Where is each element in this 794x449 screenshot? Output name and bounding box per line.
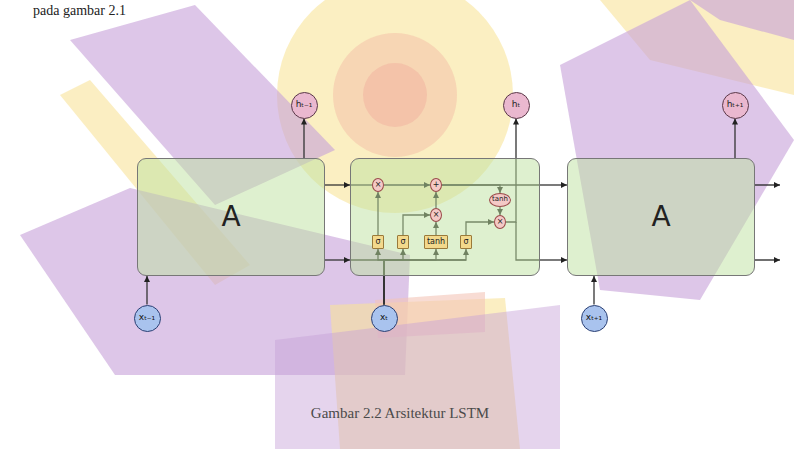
- connector: [146, 276, 147, 305]
- lstm-cell-box: A: [567, 158, 755, 276]
- connector: [325, 184, 350, 185]
- node-text: hₜ₋₁: [296, 100, 313, 110]
- gate-layer-box: σ: [397, 235, 409, 249]
- connector: [540, 184, 567, 185]
- node-text: σ: [463, 238, 468, 247]
- node-text: σ: [400, 238, 405, 247]
- hidden-state-circle: hₜ₊₁: [722, 92, 749, 119]
- gate-layer-box: σ: [372, 235, 384, 249]
- node-text: A: [221, 202, 240, 233]
- gate-layer-box: tanh: [424, 235, 448, 249]
- gate-layer-box: σ: [460, 235, 472, 249]
- connector: [540, 259, 567, 260]
- node-text: xₜ: [380, 313, 388, 323]
- node-text: tanh: [427, 238, 445, 247]
- node-text: σ: [375, 238, 380, 247]
- node-text: A: [651, 202, 670, 233]
- node-text: hₜ₊₁: [727, 100, 744, 110]
- connector: [593, 276, 594, 305]
- watermark-circle: [363, 63, 427, 127]
- watermark-band: [560, 0, 794, 300]
- node-text: hₜ: [512, 100, 520, 110]
- figure-caption: Gambar 2.2 Arsitektur LSTM: [311, 404, 489, 422]
- input-circle: xₜ₋₁: [134, 305, 161, 332]
- pointwise-op: ×: [372, 178, 384, 192]
- node-text: xₜ₋₁: [139, 313, 155, 323]
- watermark-band: [690, 0, 794, 40]
- hidden-state-circle: hₜ: [503, 92, 530, 119]
- connector: [734, 119, 735, 159]
- outgoing-arrow: [755, 259, 780, 260]
- pointwise-op: +: [430, 178, 442, 192]
- input-circle: xₜ: [371, 305, 398, 332]
- node-text: tanh: [492, 196, 508, 204]
- outgoing-arrow: [755, 184, 780, 185]
- node-text: +: [433, 181, 440, 190]
- lstm-cell-box: σ σ tanh σ × + × tanh ×: [350, 158, 540, 276]
- input-circle: xₜ₊₁: [581, 305, 608, 332]
- node-text: ×: [433, 211, 440, 220]
- node-text: ×: [375, 181, 382, 190]
- node-text: ×: [497, 218, 504, 227]
- pointwise-op: ×: [430, 208, 442, 222]
- node-text: xₜ₊₁: [586, 313, 602, 323]
- pointwise-tanh: tanh: [489, 193, 511, 207]
- connector: [303, 119, 304, 159]
- watermark-band: [275, 305, 560, 449]
- hidden-state-circle: hₜ₋₁: [291, 92, 318, 119]
- pointwise-op: ×: [494, 215, 506, 229]
- watermark-circle: [333, 33, 457, 157]
- text-fragment: pada gambar 2.1: [33, 3, 126, 20]
- lstm-cell-box: A: [137, 158, 325, 276]
- connector: [325, 259, 350, 260]
